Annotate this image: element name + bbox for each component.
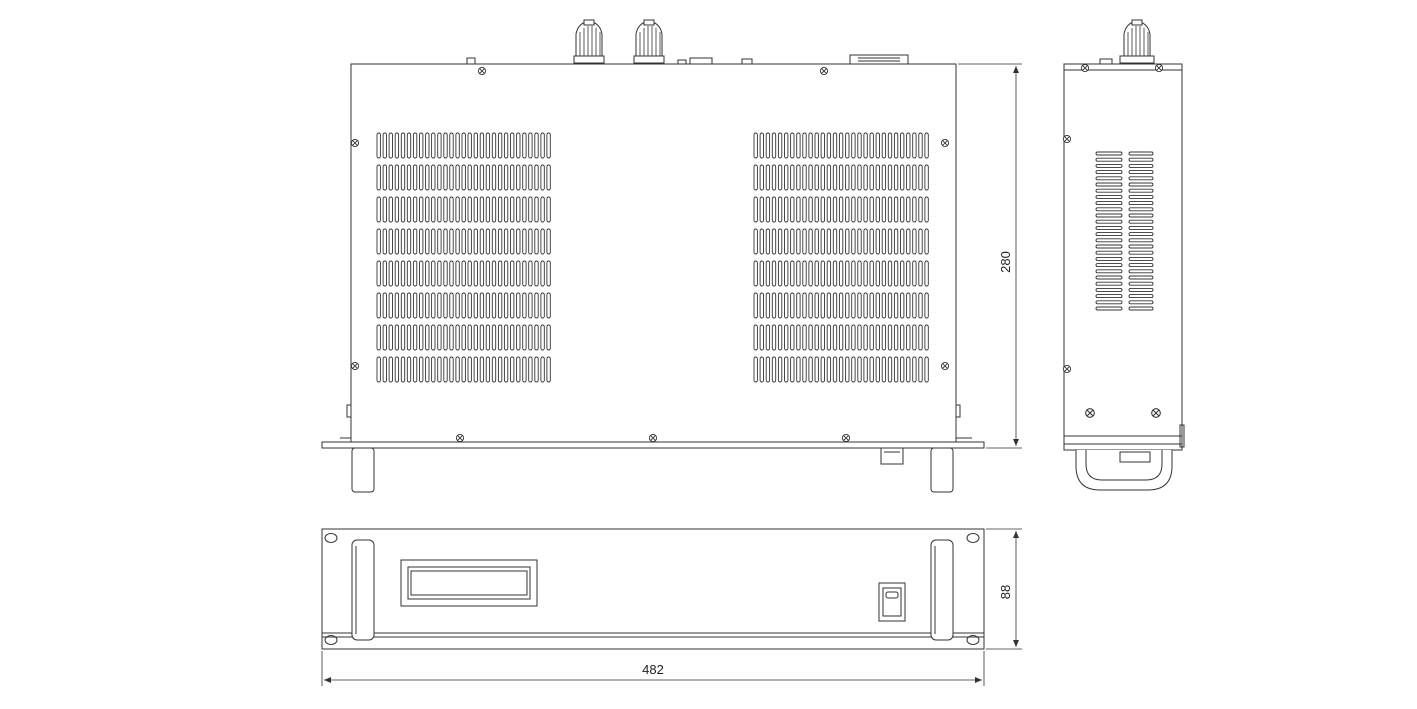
front-handle-right [930,539,954,641]
top-chassis [350,63,957,443]
top-view [321,19,985,493]
rack-hole-bottom-left [324,635,338,645]
power-switch [878,582,906,622]
depth-dimension-label: 280 [998,251,1013,273]
front-handle-left [351,539,375,641]
front-view [321,528,985,650]
top-handle-right [930,447,954,493]
width-dimension-label: 482 [642,662,664,677]
top-view-vent-slots [376,132,929,383]
side-view-vent-slots [1095,151,1154,311]
rack-hole-top-right [966,533,980,543]
width-dimension [321,651,985,686]
knob-left [573,19,605,64]
depth-dimension [958,63,1022,449]
side-knob [1119,19,1155,64]
side-view [1062,19,1185,491]
top-handle-left [351,447,375,493]
height-dimension-label: 88 [998,585,1013,599]
height-dimension [986,528,1022,650]
rack-hole-top-left [324,533,338,543]
side-chassis [1063,63,1183,445]
knob-right [633,19,665,64]
display-window [400,559,538,607]
rack-hole-bottom-right [966,635,980,645]
